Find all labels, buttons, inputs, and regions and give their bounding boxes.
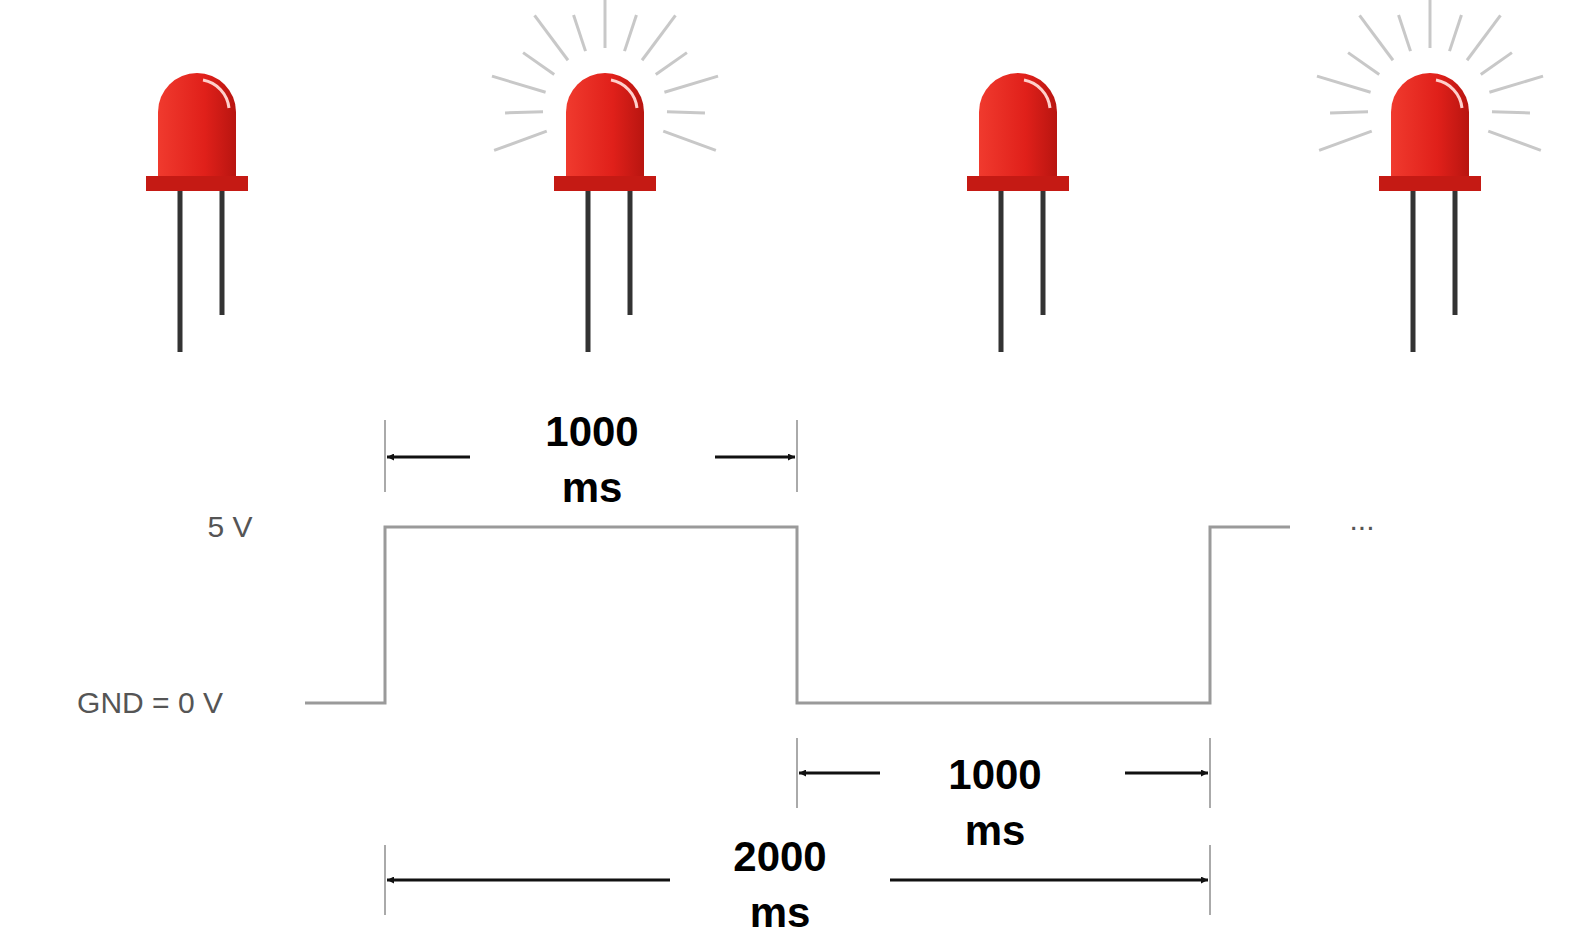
led-off	[967, 73, 1069, 352]
led-on	[492, 0, 718, 352]
led-row	[146, 0, 1543, 352]
voltage-label: GND = 0 V	[77, 686, 223, 720]
dimension-label: 1000 ms	[930, 747, 1060, 859]
led-off	[146, 73, 248, 352]
led-on	[1317, 0, 1543, 352]
dimension-label: 2000 ms	[715, 829, 845, 941]
dimension-label: 1000 ms	[527, 404, 657, 516]
voltage-label: 5 V	[207, 510, 252, 544]
dimension-arrows	[387, 457, 1208, 880]
continuation-mark: ...	[1349, 503, 1374, 537]
square-wave	[305, 527, 1290, 703]
